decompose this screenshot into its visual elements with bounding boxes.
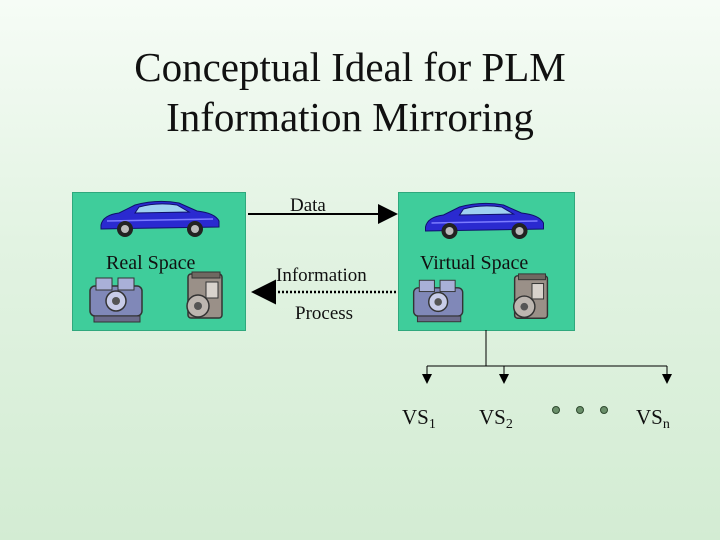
virtual-engine-block-icon	[512, 273, 549, 319]
data-flow-label: Data	[290, 195, 326, 216]
ellipsis-dot	[552, 406, 560, 414]
engine-block-icon	[186, 271, 223, 319]
ellipsis-dot	[600, 406, 608, 414]
vs-label-n: VSn	[636, 405, 670, 433]
virtual-space-label: Virtual Space	[420, 252, 529, 274]
virtual-car-icon	[425, 202, 544, 239]
car-icon	[100, 200, 220, 237]
info-flow-label-line2: Process	[295, 303, 354, 324]
title-line-1: Conceptual Ideal for PLM	[134, 44, 566, 90]
engine-icon	[89, 277, 143, 323]
vs-n-base: VS	[636, 405, 663, 429]
virtual-engine-icon	[412, 279, 464, 323]
vs-label-2: VS2	[479, 405, 513, 433]
real-space-label: Real Space	[106, 252, 196, 274]
vs-label-1: VS1	[402, 405, 436, 433]
slide-title: Conceptual Ideal for PLM Information Mir…	[60, 42, 640, 142]
info-flow-label-line1: Information	[276, 265, 367, 286]
vs-1-sub: 1	[428, 417, 436, 432]
vs-2-base: VS	[479, 405, 506, 429]
vs-n-sub: n	[662, 417, 670, 432]
title-line-2: Information Mirroring	[166, 94, 534, 140]
vs-1-base: VS	[402, 405, 429, 429]
vs-2-sub: 2	[505, 417, 513, 432]
ellipsis-dot	[576, 406, 584, 414]
